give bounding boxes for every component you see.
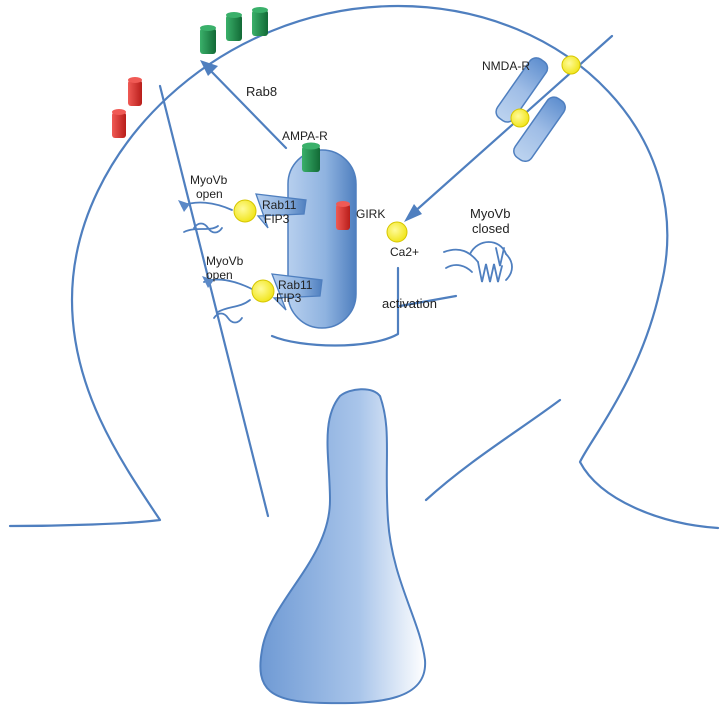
label-nmda-r: NMDA-R — [482, 59, 530, 73]
dendrite-neck — [260, 389, 425, 703]
glutamate-ion-bottom — [511, 109, 529, 127]
myovb-head-top — [234, 200, 256, 222]
label-myovb-open-bottom-1: MyoVb — [206, 254, 244, 268]
ampa-receptors-membrane — [200, 7, 268, 54]
myovb-open-bottom — [202, 276, 254, 323]
actin-filament — [160, 86, 268, 516]
label-myovb-open-top-1: MyoVb — [190, 173, 228, 187]
label-myovb-open-bottom-2: open — [206, 268, 233, 282]
glutamate-ion-top — [562, 56, 580, 74]
rab8-arrow — [208, 68, 286, 148]
ampa-receptor-vesicle — [302, 143, 320, 173]
label-myovb-closed-2: closed — [472, 221, 510, 236]
calcium-ion — [387, 222, 407, 242]
label-myovb-closed-1: MyoVb — [470, 206, 510, 221]
myovb-head-bottom — [252, 280, 274, 302]
right-filament — [426, 400, 560, 500]
label-activation: activation — [382, 296, 437, 311]
label-myovb-open-top-2: open — [196, 187, 223, 201]
label-girk: GIRK — [356, 207, 385, 221]
myovb-open-top — [178, 200, 232, 233]
label-fip3-bottom: FIP3 — [276, 291, 302, 305]
label-rab8: Rab8 — [246, 84, 277, 99]
label-rab11-top: Rab11 — [262, 198, 297, 212]
label-ca2: Ca2+ — [390, 245, 419, 259]
label-rab11-bottom: Rab11 — [278, 278, 313, 292]
label-ampa-r: AMPA-R — [282, 129, 328, 143]
myovb-closed — [444, 242, 512, 282]
label-fip3-top: FIP3 — [264, 212, 290, 226]
girk-vesicle — [336, 201, 350, 230]
